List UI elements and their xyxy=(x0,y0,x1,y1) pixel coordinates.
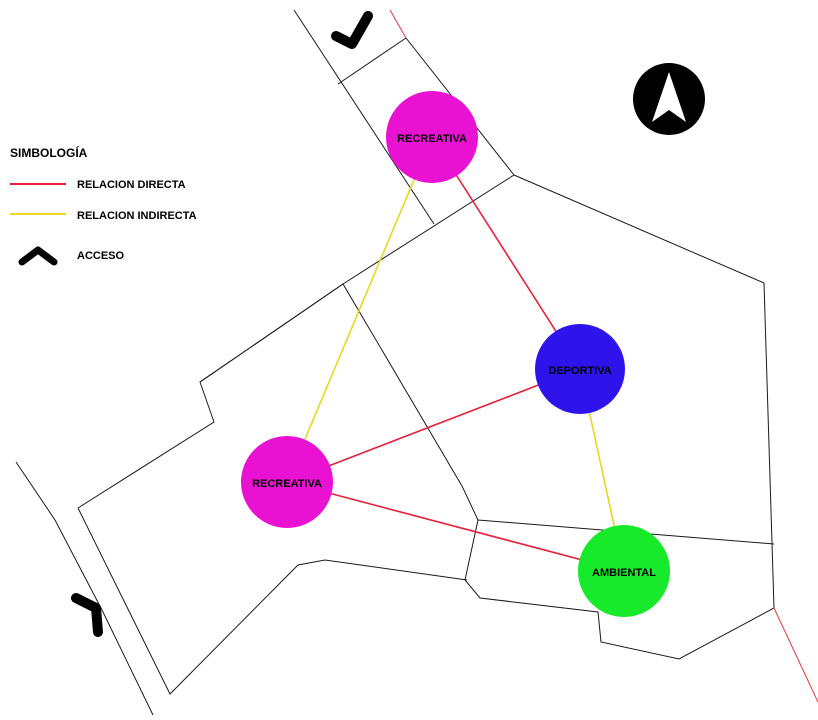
recreativa-top-circle xyxy=(386,91,478,183)
recreativa-top-label: RECREATIVA xyxy=(397,133,467,145)
ambiental-label: AMBIENTAL xyxy=(592,567,656,579)
legend-indirect-label: RELACION INDIRECTA xyxy=(77,210,197,222)
north-corridor-cross-line xyxy=(337,37,407,85)
legend-access-label: ACCESO xyxy=(77,250,125,262)
deportiva-label: DEPORTIVA xyxy=(548,365,611,377)
node-recreativa-top: RECREATIVA xyxy=(386,91,478,183)
node-recreativa-left: RECREATIVA xyxy=(241,436,333,528)
access-chevron-icon xyxy=(71,593,103,637)
site-boundary xyxy=(77,174,775,695)
deportiva-circle xyxy=(535,324,625,414)
north-arrow-icon xyxy=(633,63,705,135)
relation-direct-recreativa_left-ambiental xyxy=(286,481,625,572)
relation-indirect-recreativa_top-recreativa_left xyxy=(286,136,433,483)
west-road-edge xyxy=(15,461,154,716)
node-deportiva: DEPORTIVA xyxy=(535,324,625,414)
recreativa-left-circle xyxy=(241,436,333,528)
northeast-site-edge xyxy=(389,9,407,39)
legend: SIMBOLOGÍA RELACION DIRECTA RELACION IND… xyxy=(10,145,197,266)
southeast-site-edge xyxy=(773,607,818,703)
legend-access-icon xyxy=(18,246,58,266)
legend-direct-label: RELACION DIRECTA xyxy=(77,179,186,191)
access-chevron-icon xyxy=(331,11,373,49)
relation-direct-recreativa_left-deportiva xyxy=(286,368,581,483)
ambiental-circle xyxy=(578,525,670,617)
legend-title: SIMBOLOGÍA xyxy=(10,145,88,160)
main-parcel-north-edge xyxy=(199,174,515,383)
node-ambiental: AMBIENTAL xyxy=(578,525,670,617)
recreativa-left-label: RECREATIVA xyxy=(252,478,322,490)
